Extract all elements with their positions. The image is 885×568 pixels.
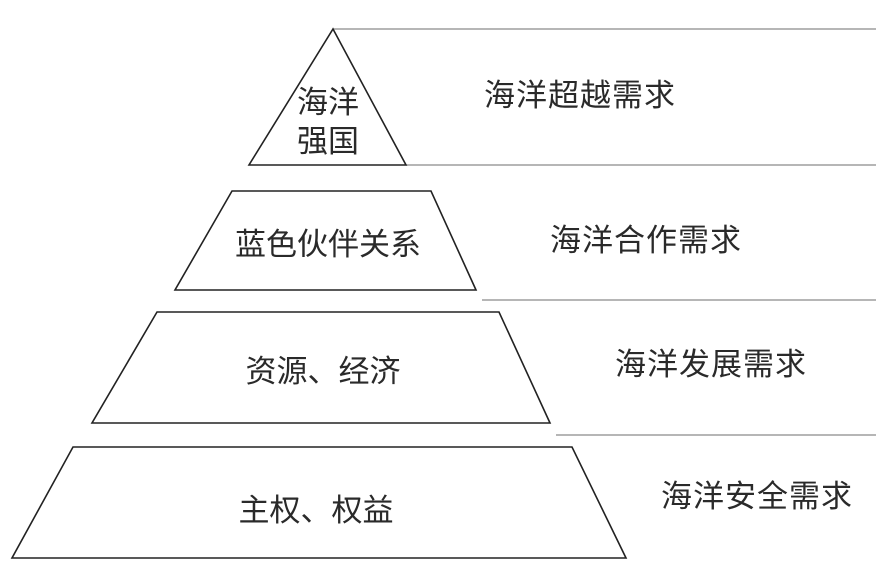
tier-2-shape: [173, 190, 478, 291]
tier-4-shape: [10, 446, 628, 559]
tier-2-label: 蓝色伙伴关系: [235, 227, 421, 263]
tier-2: 蓝色伙伴关系 海洋合作需求: [173, 190, 742, 291]
tier-3-need-label: 海洋发展需求: [615, 347, 807, 383]
tier-3: 资源、经济 海洋发展需求: [90, 311, 807, 424]
tier-1-shape: [247, 27, 408, 166]
tier-4-need-label: 海洋安全需求: [661, 479, 853, 515]
tier-4-label: 主权、权益: [239, 493, 394, 529]
tier-1-label-line1: 海洋: [297, 85, 359, 121]
tier-1-label-line2: 强国: [297, 124, 359, 160]
tier-2-need-label: 海洋合作需求: [550, 223, 742, 259]
tier-3-label: 资源、经济: [246, 354, 401, 390]
tier-3-shape: [90, 311, 552, 424]
tier-1-need-label: 海洋超越需求: [484, 78, 676, 114]
tier-1: 海洋 强国 海洋超越需求: [247, 27, 676, 166]
tier-4: 主权、权益 海洋安全需求: [10, 446, 853, 559]
